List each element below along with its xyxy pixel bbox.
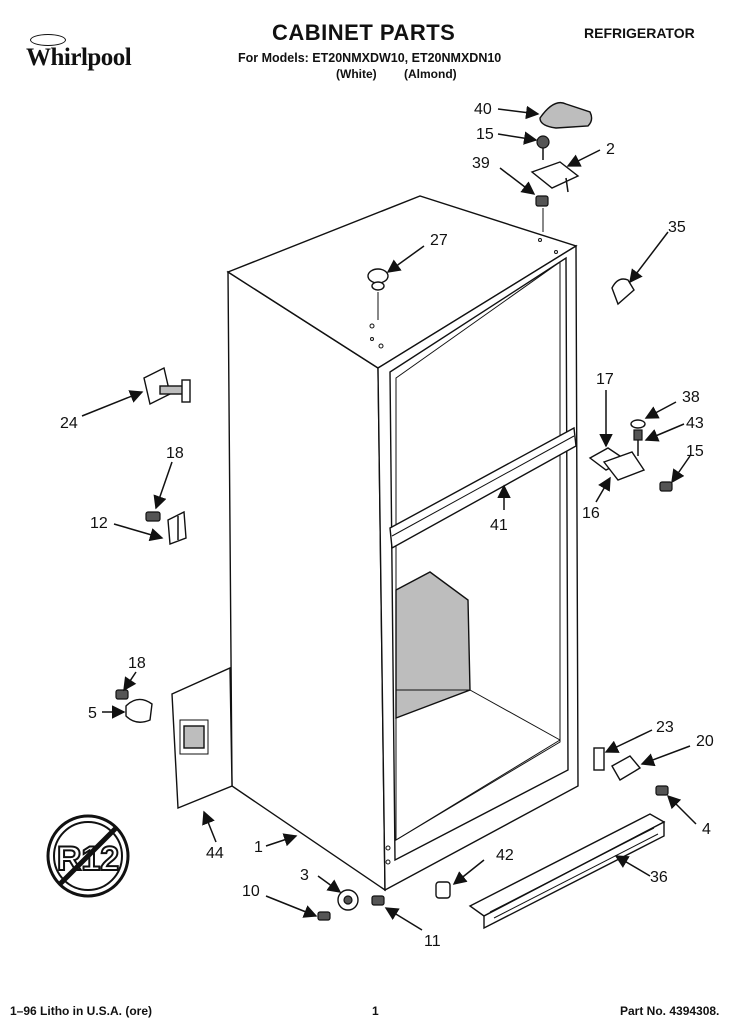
callout-18-upper: 18 <box>166 445 184 462</box>
callout-3: 3 <box>300 867 309 884</box>
top-hinge-2 <box>530 161 580 189</box>
shelf-support-24 <box>143 366 191 406</box>
callout-2: 2 <box>606 141 615 158</box>
callout-17: 17 <box>596 371 614 388</box>
callout-1: 1 <box>254 839 263 856</box>
page-number: 1 <box>372 1004 379 1018</box>
hinge-pin-43 <box>630 419 646 456</box>
roller-bracket-3 <box>337 889 359 911</box>
bracket-5 <box>125 698 153 723</box>
callout-35: 35 <box>668 219 686 236</box>
clip-42 <box>435 881 451 899</box>
callout-41: 41 <box>490 517 508 534</box>
callout-38: 38 <box>682 389 700 406</box>
hinge-cover-40 <box>539 101 593 129</box>
spacer-23 <box>593 747 605 771</box>
r12-badge-text: R12 <box>57 840 119 878</box>
callout-40: 40 <box>474 101 492 118</box>
leader-lines <box>81 105 697 931</box>
whirlpool-logo: Whirlpool <box>16 30 154 76</box>
callout-10: 10 <box>242 883 260 900</box>
screw-11 <box>371 895 385 906</box>
divider-rail <box>389 426 577 550</box>
bottom-hinge-20 <box>611 755 642 781</box>
callout-15-right: 15 <box>686 443 704 460</box>
appliance-category: REFRIGERATOR <box>584 25 695 41</box>
screw-18-lower <box>115 689 129 700</box>
callout-36: 36 <box>650 869 668 886</box>
logo-swirl <box>30 34 66 46</box>
print-info: 1–96 Litho in U.S.A. (ore) <box>10 1004 153 1018</box>
callout-4: 4 <box>702 821 711 838</box>
hinge-cover-35 <box>611 278 635 306</box>
page-title: CABINET PARTS <box>272 20 456 45</box>
model-numbers: For Models: ET20NMXDW10, ET20NMXDN10 <box>238 51 502 65</box>
callout-5: 5 <box>88 705 97 722</box>
cover-panel-44 <box>171 666 233 810</box>
callout-20: 20 <box>696 733 714 750</box>
callout-42: 42 <box>496 847 514 864</box>
hinge-screw-15-top <box>536 135 550 160</box>
top-plug-27 <box>367 268 389 320</box>
callout-11: 11 <box>424 933 441 950</box>
bracket-12 <box>167 510 187 545</box>
toe-grille-36 <box>468 813 666 930</box>
variant-white-label: (White) <box>336 67 377 81</box>
part-number: Part No. 4394308. <box>620 1004 720 1018</box>
callout-39: 39 <box>472 155 490 172</box>
screw-10 <box>317 911 331 921</box>
screw-18-upper <box>145 511 161 522</box>
callout-43: 43 <box>686 415 704 432</box>
logo-wordmark: Whirlpool <box>26 44 132 71</box>
callout-27: 27 <box>430 232 448 249</box>
callout-15-top: 15 <box>476 126 494 143</box>
callout-23: 23 <box>656 719 674 736</box>
callout-44: 44 <box>206 845 224 862</box>
r12-refrigerant-badge: R12 <box>46 814 130 898</box>
callout-24: 24 <box>60 415 78 432</box>
hinge-shim-39 <box>535 195 549 207</box>
center-hinge-16 <box>588 447 646 481</box>
cabinet-body <box>226 195 579 892</box>
callout-12: 12 <box>90 515 108 532</box>
hinge-screw-4 <box>655 785 669 796</box>
callout-18-lower: 18 <box>128 655 146 672</box>
callout-16: 16 <box>582 505 600 522</box>
variant-almond-label: (Almond) <box>404 67 457 81</box>
hinge-screw-15-right <box>659 481 673 492</box>
